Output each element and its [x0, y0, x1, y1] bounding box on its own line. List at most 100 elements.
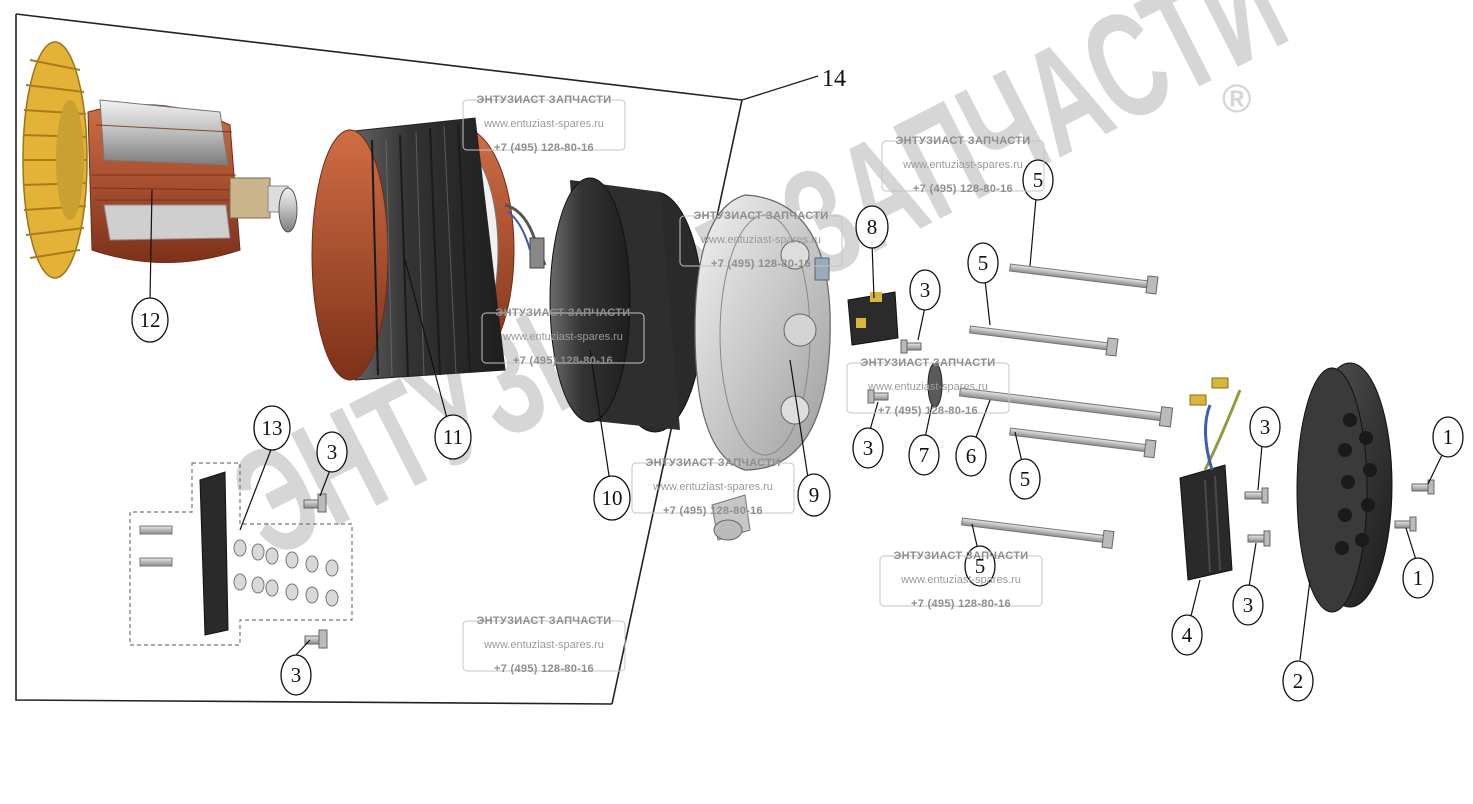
callout-12: 12: [131, 297, 169, 343]
callout-label: 6: [966, 444, 977, 468]
watermark-company: ЭНТУЗИАСТ ЗАПЧАСТИ: [861, 357, 996, 369]
callout-1-b: 1: [1402, 557, 1434, 599]
callout-10: 10: [593, 475, 631, 521]
callout-7: 7: [908, 434, 940, 476]
callout-2: 2: [1282, 660, 1314, 702]
callout-5-a: 5: [1022, 159, 1054, 201]
contact-watermark-box: ЭНТУЗИАСТ ЗАПЧАСТИ www.entuziast-spares.r…: [462, 94, 626, 154]
long-bolts-group: [958, 263, 1174, 550]
washer: [924, 362, 943, 439]
end-housing: [694, 194, 831, 541]
callout-5-b: 5: [967, 242, 999, 284]
callouts: 12 11 10 9 8 7 6 5 5 5 5 4 3 3 3 3 3 3 2…: [131, 159, 1464, 702]
screw: [1244, 487, 1269, 504]
callout-6: 6: [955, 435, 987, 477]
callout-label: 12: [140, 308, 161, 332]
long-bolt: [961, 517, 1115, 550]
watermark-website: www.entuziast-spares.ru: [867, 381, 988, 393]
screws-group: [303, 339, 1435, 649]
contact-watermark-box: ЭНТУЗИАСТ ЗАПЧАСТИwww.entuziast-spares.r…: [481, 307, 645, 367]
callout-label: 3: [920, 278, 931, 302]
watermark-website: www.entuziast-spares.ru: [483, 118, 604, 130]
contact-watermark-box: ЭНТУЗИАСТ ЗАПЧАСТИwww.entuziast-spares.r…: [879, 550, 1043, 610]
assembly-label: 14: [822, 66, 846, 92]
callout-label: 3: [327, 440, 338, 464]
callout-label: 4: [1182, 623, 1193, 647]
watermark-phone: +7 (495) 128-80-16: [711, 258, 811, 270]
callout-label: 1: [1443, 425, 1454, 449]
callout-label: 13: [262, 416, 283, 440]
callout-3-c: 3: [1249, 406, 1281, 448]
callout-label: 2: [1293, 669, 1304, 693]
callout-label: 5: [1033, 168, 1044, 192]
callout-label: 3: [1243, 593, 1254, 617]
callout-8: 8: [855, 205, 889, 249]
watermark-website: www.entuziast-spares.ru: [900, 574, 1021, 586]
cover-sleeve: [549, 177, 704, 483]
watermark-website: www.entuziast-spares.ru: [902, 159, 1023, 171]
callout-label: 5: [975, 554, 986, 578]
callout-9: 9: [797, 473, 831, 517]
watermark-phone: +7 (495) 128-80-16: [913, 183, 1013, 195]
callout-11: 11: [434, 414, 472, 460]
screw: [900, 339, 922, 354]
screw: [304, 629, 328, 649]
terminal-screws: [139, 525, 173, 567]
callout-label: 3: [1260, 415, 1271, 439]
contact-watermarks: ЭНТУЗИАСТ ЗАПЧАСТИ www.entuziast-spares.r…: [462, 94, 1045, 675]
callout-1-a: 1: [1432, 416, 1464, 458]
callout-label: 3: [291, 663, 302, 687]
callout-label: 8: [867, 215, 878, 239]
watermark-phone: +7 (495) 128-80-16: [513, 355, 613, 367]
callout-label: 5: [978, 251, 989, 275]
watermark-company: ЭНТУЗИАСТ ЗАПЧАСТИ: [477, 615, 612, 627]
callout-3-d: 3: [1232, 584, 1264, 626]
watermark-website: www.entuziast-spares.ru: [483, 639, 604, 651]
long-bolt: [1009, 263, 1159, 295]
callout-label: 9: [809, 483, 820, 507]
screw: [867, 389, 889, 404]
callout-5-c: 5: [1009, 458, 1041, 500]
callout-13: 13: [253, 405, 291, 451]
callout-3-b: 3: [852, 427, 884, 469]
watermark-company: ЭНТУЗИАСТ ЗАПЧАСТИ: [896, 135, 1031, 147]
leader-lines: [295, 197, 1443, 656]
callout-4: 4: [1171, 614, 1203, 656]
long-bolt: [958, 387, 1174, 428]
screw: [1394, 516, 1417, 532]
rear-cover: [1296, 362, 1393, 661]
callout-label: 10: [602, 486, 623, 510]
watermark-company: ЭНТУЗИАСТ ЗАПЧАСТИ: [477, 94, 612, 106]
watermark-phone: +7 (495) 128-80-16: [878, 405, 978, 417]
watermark-phone: +7 (495) 128-80-16: [663, 505, 763, 517]
watermark-phone: +7 (495) 128-80-16: [494, 663, 594, 675]
watermark-website: www.entuziast-spares.ru: [652, 481, 773, 493]
rotor-fan-assembly: [22, 41, 298, 301]
watermark-company: ЭНТУЗИАСТ ЗАПЧАСТИ: [496, 307, 631, 319]
voltage-regulator: [1179, 377, 1242, 621]
contact-watermark-box: ЭНТУЗИАСТ ЗАПЧАСТИ www.entuziast-spares.r…: [679, 210, 843, 270]
callout-label: 7: [919, 443, 930, 467]
contact-watermark-box: ЭНТУЗИАСТ ЗАПЧАСТИ www.entuziast-spares.r…: [881, 135, 1045, 195]
watermark-phone: +7 (495) 128-80-16: [494, 142, 594, 154]
long-bolt: [969, 325, 1119, 357]
watermark-website: www.entuziast-spares.ru: [700, 234, 821, 246]
brush-holder: [847, 242, 899, 346]
registered-mark: ®: [1222, 77, 1251, 121]
callout-label: 5: [1020, 467, 1031, 491]
callout-label: 11: [443, 425, 463, 449]
stator-assembly: [311, 117, 547, 423]
contact-watermark-box: ЭНТУЗИАСТ ЗАПЧАСТИ www.entuziast-spares.r…: [846, 357, 1010, 417]
long-bolt: [1009, 427, 1157, 459]
screw: [1411, 479, 1435, 495]
callout-label: 1: [1413, 566, 1424, 590]
contact-watermark-box: ЭНТУЗИАСТ ЗАПЧАСТИ www.entuziast-spares.r…: [462, 615, 626, 675]
watermark-company: ЭНТУЗИАСТ ЗАПЧАСТИ: [646, 457, 781, 469]
contact-watermark-box: ЭНТУЗИАСТ ЗАПЧАСТИ www.entuziast-spares.r…: [631, 457, 795, 517]
watermark-company: ЭНТУЗИАСТ ЗАПЧАСТИ: [694, 210, 829, 222]
screw: [303, 493, 327, 513]
callout-3-a: 3: [909, 269, 941, 311]
terminal-block-assembly: [129, 446, 353, 646]
screw: [1247, 530, 1271, 547]
